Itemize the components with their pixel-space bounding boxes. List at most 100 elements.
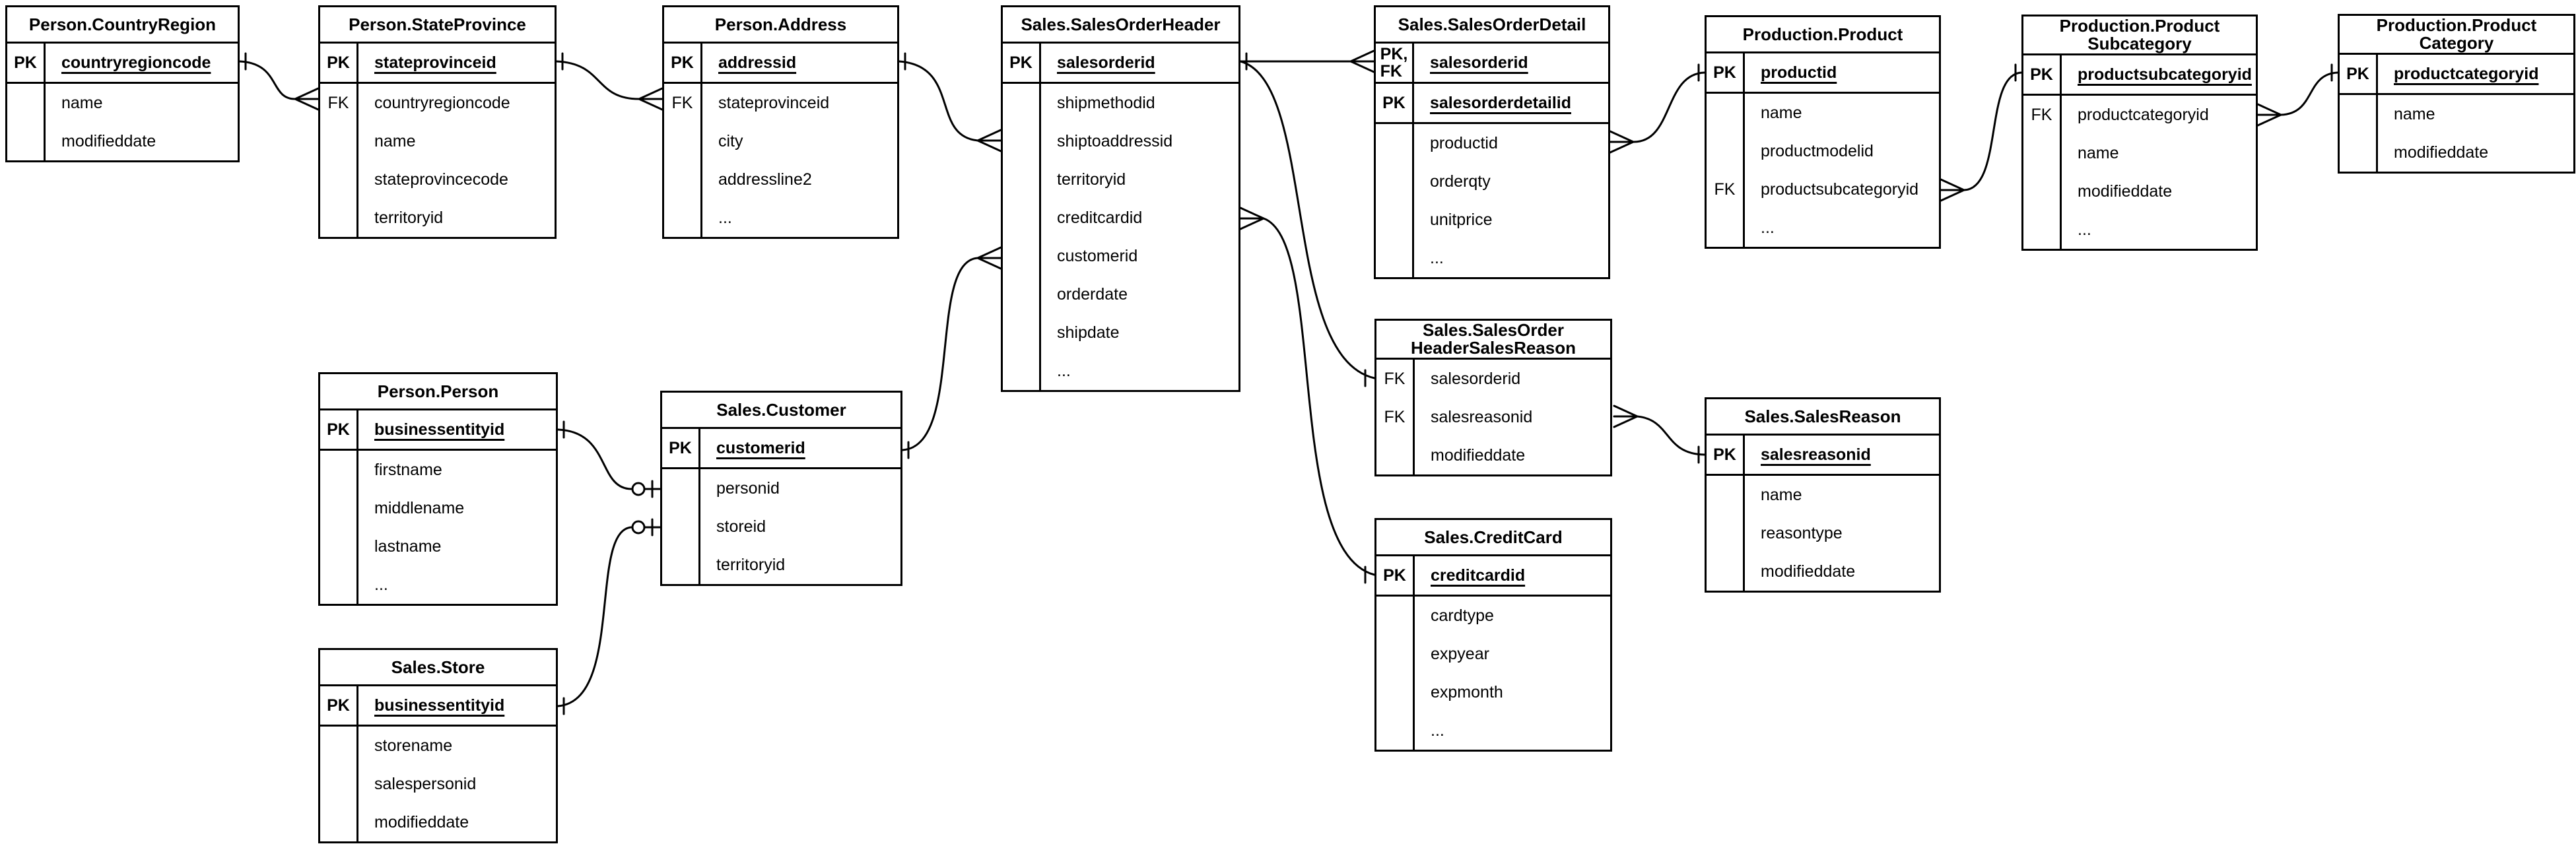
attribute-name: ... — [1057, 361, 1071, 380]
attribute-name: firstname — [374, 460, 442, 479]
attribute-row: personid — [662, 469, 900, 507]
attribute-row: modifieddate — [2340, 133, 2573, 172]
attribute-row: city — [664, 122, 897, 160]
key-label — [1003, 122, 1041, 160]
key-label: FK — [1707, 170, 1745, 209]
attribute-name: shiptoaddressid — [1057, 131, 1173, 150]
key-label — [1003, 313, 1041, 352]
key-label — [662, 507, 700, 546]
attribute-row: customerid — [1003, 237, 1238, 275]
attribute-name: lastname — [374, 537, 442, 556]
key-label — [1003, 352, 1041, 390]
key-label — [1003, 160, 1041, 199]
key-label — [320, 803, 358, 841]
relationship-countryregion-stateprovince — [238, 52, 320, 111]
key-label — [1376, 635, 1415, 673]
key-label — [1707, 94, 1745, 132]
attribute-name: customerid — [1057, 246, 1138, 265]
table-title-line: Sales.CreditCard — [1424, 527, 1563, 547]
key-label — [2023, 134, 2062, 172]
key-label — [1707, 476, 1745, 514]
attribute-name: expyear — [1431, 644, 1489, 663]
attribute-row: ... — [1707, 209, 1939, 247]
table-title-line: Production.Product — [1742, 24, 1903, 44]
key-label: PK — [1707, 436, 1745, 474]
table-title: Production.Product — [1707, 17, 1939, 51]
attribute-row: storeid — [662, 507, 900, 546]
attribute-row: modifieddate — [1707, 552, 1939, 591]
key-label: FK — [1376, 360, 1415, 398]
key-label — [1003, 199, 1041, 237]
relationship-person-customer — [557, 420, 661, 498]
attribute-row: expyear — [1376, 635, 1610, 673]
key-label — [320, 527, 358, 566]
attribute-row: modifieddate — [1376, 436, 1610, 474]
table-title-line: Production.Product — [2376, 15, 2537, 35]
attribute-row: PK businessentityid — [320, 410, 556, 449]
key-label — [1003, 275, 1041, 313]
attribute-name: productmodelid — [1761, 141, 1874, 160]
table-title-line: Sales.Store — [391, 657, 485, 677]
attribute-name: territoryid — [374, 208, 444, 227]
relationship-productsubcategory-productcategory — [2256, 63, 2339, 127]
attribute-name: modifieddate — [1431, 445, 1526, 465]
relationship-customer-salesorderheader — [901, 246, 1002, 459]
table-title-line: Person.Address — [714, 14, 847, 34]
key-label — [2340, 95, 2378, 133]
key-label — [1376, 711, 1415, 750]
key-label: PK — [320, 410, 358, 449]
attribute-row: addressline2 — [664, 160, 897, 199]
attribute-name: customerid — [716, 438, 805, 457]
key-label: FK — [320, 84, 358, 122]
key-label — [1376, 162, 1414, 201]
attribute-row: orderdate — [1003, 275, 1238, 313]
attribute-row: cardtype — [1376, 597, 1610, 635]
key-label — [1707, 209, 1745, 247]
table-title-line: Sales.SalesOrder — [1423, 320, 1564, 340]
attribute-name: businessentityid — [374, 420, 505, 439]
attribute-name: territoryid — [1057, 170, 1126, 189]
attribute-name: businessentityid — [374, 696, 505, 715]
attribute-name: stateprovinceid — [718, 93, 830, 112]
table-title: Sales.Store — [320, 650, 556, 684]
attribute-row: modifieddate — [7, 122, 238, 160]
key-label: PK — [7, 44, 46, 82]
relationship-salesorderheader-salesreasonjunction — [1239, 60, 1376, 387]
attribute-name: territoryid — [716, 555, 786, 574]
attribute-row: productid — [1376, 124, 1608, 162]
key-label — [1376, 436, 1415, 474]
key-label: PK — [1376, 84, 1414, 122]
key-label — [662, 469, 700, 507]
attribute-name: productcategoryid — [2078, 105, 2209, 124]
table-title-line: Person.CountryRegion — [28, 14, 217, 34]
key-label — [1376, 201, 1414, 239]
key-label — [664, 122, 702, 160]
attribute-row: reasontype — [1707, 514, 1939, 552]
attribute-name: ... — [374, 575, 388, 594]
key-label: PK — [320, 44, 358, 82]
key-label: PK, FK — [1376, 44, 1414, 82]
attribute-row: lastname — [320, 527, 556, 566]
attribute-name: cardtype — [1431, 606, 1494, 625]
attribute-name: salespersonid — [374, 774, 477, 793]
attribute-row: modifieddate — [320, 803, 556, 841]
